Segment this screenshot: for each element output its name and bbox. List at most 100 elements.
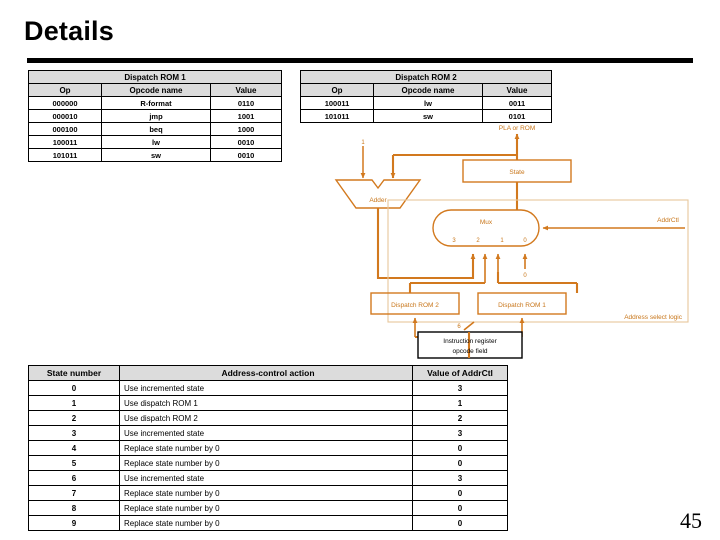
label-pla-or-rom: PLA or ROM [499, 125, 535, 132]
cell-addrctl-value: 0 [412, 440, 508, 456]
dispatch-rom-2-caption: Dispatch ROM 2 [300, 70, 552, 84]
cell-op: 000000 [28, 96, 102, 110]
label-adder: Adder [369, 197, 387, 204]
table-row: 0 Use incremented state 3 [28, 380, 508, 396]
page-number: 45 [680, 508, 702, 533]
table-row: 5 Replace state number by 0 0 [28, 455, 508, 471]
cell-action: Use dispatch ROM 1 [119, 395, 413, 411]
cell-state-number: 4 [28, 440, 120, 456]
label-address-select-logic: Address select logic [624, 314, 683, 321]
cell-action: Use dispatch ROM 2 [119, 410, 413, 426]
cell-op: 000010 [28, 109, 102, 123]
address-select-logic-diagram: PLA or ROM State Adder 1 Mux 3 2 1 0 0 A… [330, 122, 705, 367]
table-title-row: Dispatch ROM 2 [300, 70, 552, 84]
label-state: State [509, 169, 525, 176]
column-header-value: Value [210, 83, 282, 97]
cell-action: Replace state number by 0 [119, 440, 413, 456]
cell-addrctl-value: 0 [412, 455, 508, 471]
cell-opcode: beq [101, 122, 211, 136]
cell-value: 0011 [482, 96, 552, 110]
table-header-row: Op Opcode name Value [28, 83, 282, 97]
cell-value: 0101 [482, 109, 552, 123]
table-row: 1 Use dispatch ROM 1 1 [28, 395, 508, 411]
cell-opcode: lw [101, 135, 211, 149]
title-divider [27, 58, 693, 63]
table-row: 7 Replace state number by 0 0 [28, 485, 508, 501]
label-mux-input-0: 0 [523, 238, 527, 244]
table-row: 000100 beq 1000 [28, 122, 282, 136]
cell-op: 100011 [300, 96, 374, 110]
dispatch-rom-2-table: Dispatch ROM 2 Op Opcode name Value 1000… [300, 70, 552, 123]
cell-state-number: 7 [28, 485, 120, 501]
cell-opcode: sw [373, 109, 483, 123]
cell-value: 0110 [210, 96, 282, 110]
cell-addrctl-value: 2 [412, 410, 508, 426]
cell-op: 100011 [28, 135, 102, 149]
cell-op: 000100 [28, 122, 102, 136]
table-header-row: Op Opcode name Value [300, 83, 552, 97]
label-instruction-register-line1: Instruction register [443, 338, 497, 345]
column-header-op: Op [28, 83, 102, 97]
column-header-opcode: Opcode name [101, 83, 211, 97]
cell-value: 0010 [210, 148, 282, 162]
table-row: 6 Use incremented state 3 [28, 470, 508, 486]
label-mux-input-3: 3 [452, 238, 456, 244]
table-row: 4 Replace state number by 0 0 [28, 440, 508, 456]
cell-state-number: 8 [28, 500, 120, 516]
label-zero-constant: 0 [523, 273, 527, 279]
cell-addrctl-value: 1 [412, 395, 508, 411]
table-header-row: State number Address-control action Valu… [28, 365, 508, 381]
table-row: 9 Replace state number by 0 0 [28, 515, 508, 531]
column-header-address-control-action: Address-control action [119, 365, 413, 381]
label-mux-input-2: 2 [476, 238, 480, 244]
label-dispatch-rom-1: Dispatch ROM 1 [498, 302, 546, 309]
cell-value: 1001 [210, 109, 282, 123]
table-title-row: Dispatch ROM 1 [28, 70, 282, 84]
cell-opcode: sw [101, 148, 211, 162]
column-header-op: Op [300, 83, 374, 97]
column-header-state-number: State number [28, 365, 120, 381]
cell-state-number: 0 [28, 380, 120, 396]
table-row: 101011 sw 0010 [28, 148, 282, 162]
column-header-value-of-addrctl: Value of AddrCtl [412, 365, 508, 381]
cell-addrctl-value: 0 [412, 485, 508, 501]
cell-state-number: 1 [28, 395, 120, 411]
cell-action: Replace state number by 0 [119, 515, 413, 531]
cell-opcode: R-format [101, 96, 211, 110]
cell-state-number: 5 [28, 455, 120, 471]
cell-action: Replace state number by 0 [119, 500, 413, 516]
cell-opcode: jmp [101, 109, 211, 123]
cell-addrctl-value: 0 [412, 515, 508, 531]
cell-action: Use incremented state [119, 470, 413, 486]
cell-op: 101011 [300, 109, 374, 123]
table-row: 100011 lw 0011 [300, 96, 552, 110]
label-dispatch-rom-2: Dispatch ROM 2 [391, 302, 439, 309]
cell-action: Replace state number by 0 [119, 455, 413, 471]
cell-action: Use incremented state [119, 425, 413, 441]
table-row: 2 Use dispatch ROM 2 2 [28, 410, 508, 426]
table-row: 100011 lw 0010 [28, 135, 282, 149]
column-header-value: Value [482, 83, 552, 97]
label-addrctl: AddrCtl [657, 217, 679, 224]
label-mux: Mux [480, 219, 493, 226]
cell-state-number: 6 [28, 470, 120, 486]
cell-value: 1000 [210, 122, 282, 136]
table-row: 8 Replace state number by 0 0 [28, 500, 508, 516]
cell-addrctl-value: 0 [412, 500, 508, 516]
cell-opcode: lw [373, 96, 483, 110]
cell-state-number: 9 [28, 515, 120, 531]
label-adder-constant: 1 [361, 140, 365, 146]
table-row: 101011 sw 0101 [300, 109, 552, 123]
cell-action: Use incremented state [119, 380, 413, 396]
cell-action: Replace state number by 0 [119, 485, 413, 501]
cell-addrctl-value: 3 [412, 380, 508, 396]
cell-state-number: 2 [28, 410, 120, 426]
cell-value: 0010 [210, 135, 282, 149]
table-row: 000010 jmp 1001 [28, 109, 282, 123]
label-instruction-register-line2: opcode field [452, 348, 487, 355]
dispatch-rom-1-caption: Dispatch ROM 1 [28, 70, 282, 84]
cell-addrctl-value: 3 [412, 425, 508, 441]
table-row: 3 Use incremented state 3 [28, 425, 508, 441]
cell-op: 101011 [28, 148, 102, 162]
label-opcode-bus-width: 6 [457, 324, 461, 330]
